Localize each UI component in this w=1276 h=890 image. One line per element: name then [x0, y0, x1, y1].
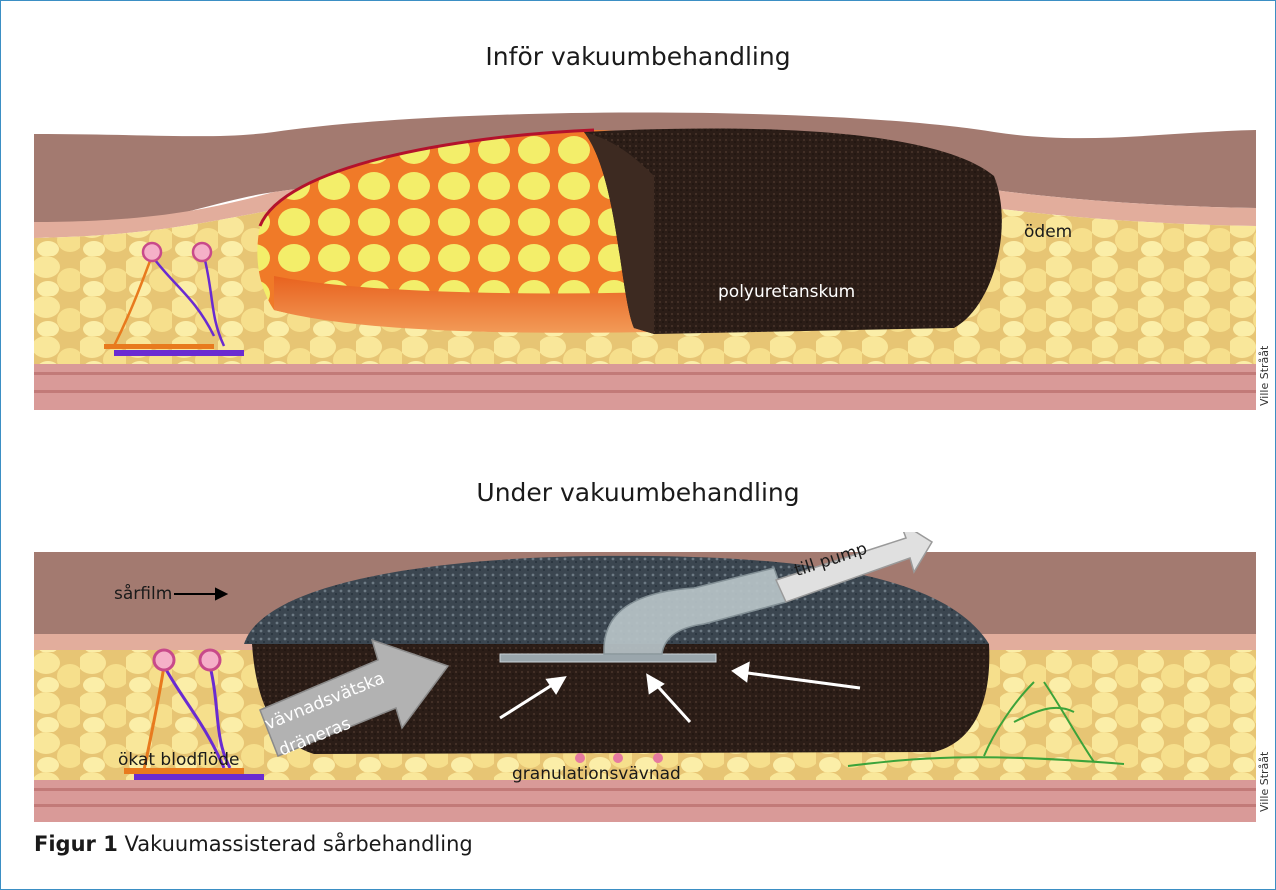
top-panel-title: Inför vakuumbehandling — [0, 42, 1276, 71]
bottom-panel-title: Under vakuumbehandling — [0, 478, 1276, 507]
before-treatment-illustration — [34, 96, 1256, 414]
vein — [134, 774, 264, 781]
caption-label: Figur 1 — [34, 832, 118, 856]
blood-flow-label: ökat blodflöde — [118, 750, 240, 770]
figure-caption: Figur 1 Vakuumassisterad sårbehandling — [34, 832, 473, 856]
vein — [114, 350, 244, 356]
caption-text: Vakuumassisterad sårbehandling — [125, 832, 473, 856]
muscle-layer — [34, 780, 1256, 822]
film-label: sårfilm — [114, 584, 172, 604]
credit-top: Ville Strååt — [1258, 346, 1271, 406]
artery — [104, 344, 214, 349]
muscle-layer — [34, 364, 1256, 410]
credit-bottom: Ville Strååt — [1258, 752, 1271, 812]
edema-label: ödem — [1024, 222, 1072, 242]
granulation-label: granulationsvävnad — [512, 764, 681, 784]
foam-label: polyuretanskum — [718, 282, 855, 302]
drainage-pad — [500, 654, 716, 662]
